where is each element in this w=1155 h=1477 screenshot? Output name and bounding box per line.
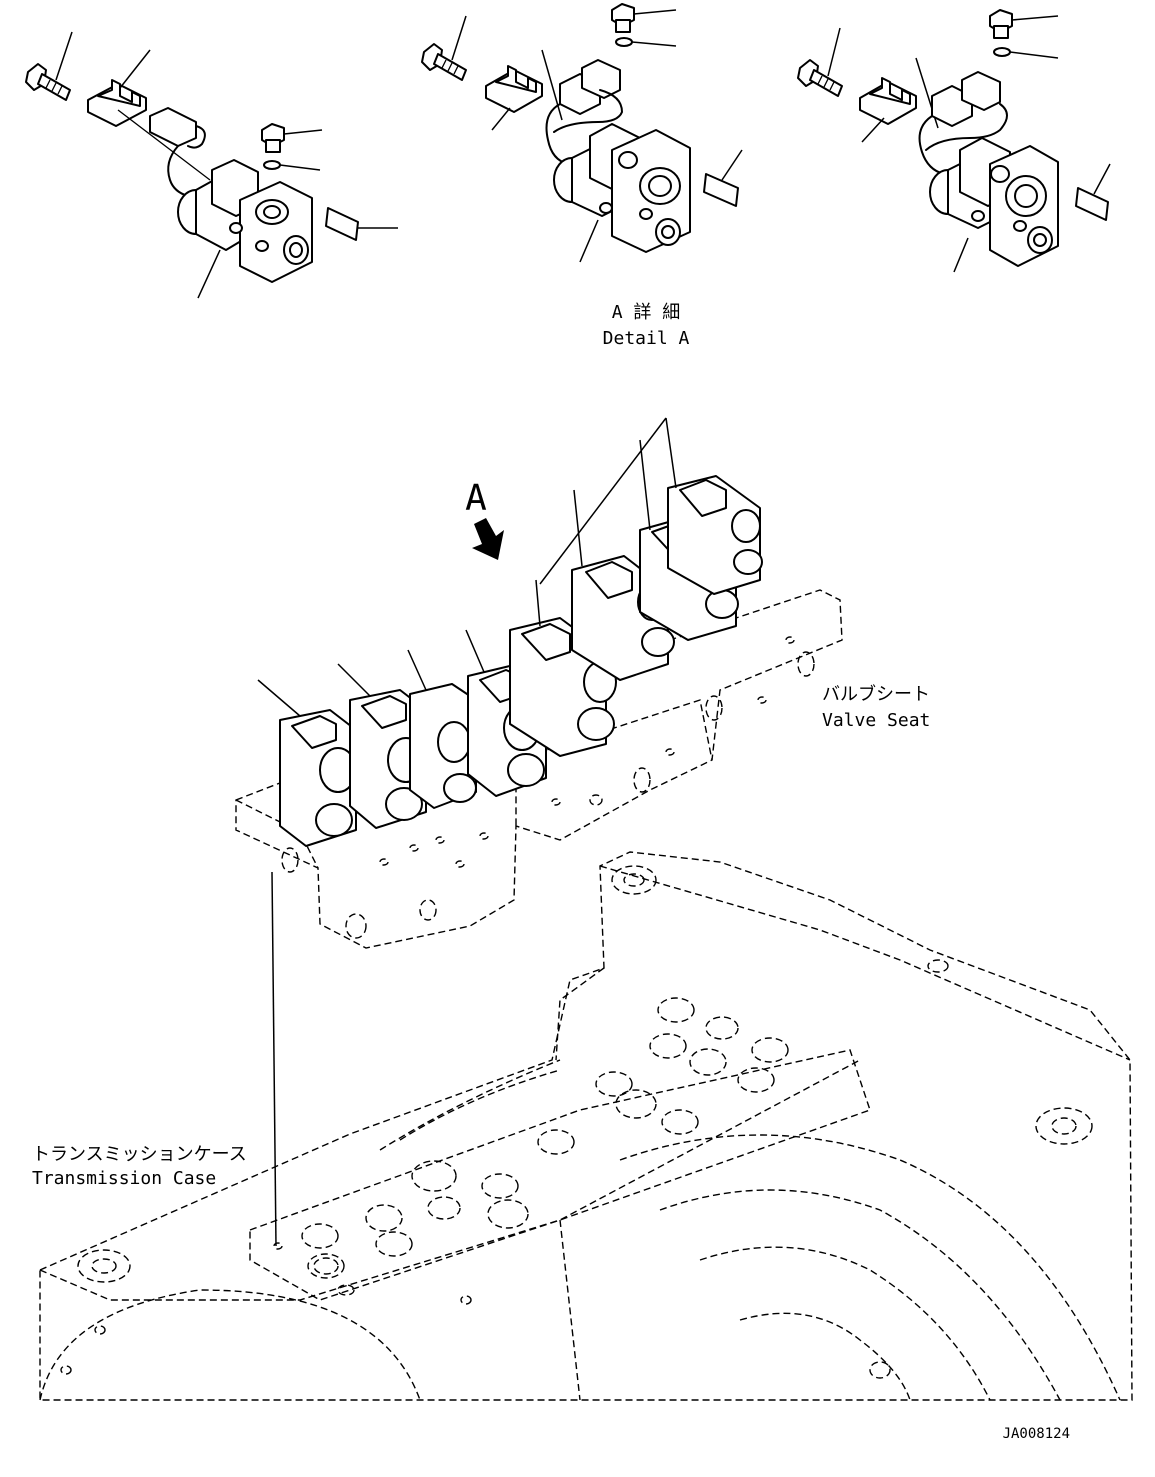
plug-icon <box>261 123 285 153</box>
drawing-id: JA008124 <box>1003 1426 1070 1442</box>
view-marker-label: A <box>465 478 487 519</box>
bolt-icon <box>25 63 71 101</box>
solenoid-detail-left <box>25 31 398 299</box>
solenoid-valve-icon <box>929 137 1059 267</box>
detail-caption-en: Detail A <box>603 328 690 349</box>
o-ring-icon <box>263 160 281 170</box>
solenoid-detail-middle <box>421 3 743 263</box>
case-label-ja: トランスミッションケース <box>32 1144 247 1165</box>
transmission-case <box>39 851 1133 1401</box>
clip-icon <box>87 79 147 127</box>
bolt-icon <box>797 59 843 97</box>
solenoid-valve-8 <box>667 475 763 595</box>
nameplate-icon <box>325 207 359 241</box>
connector-icon <box>149 107 206 197</box>
case-label-en: Transmission Case <box>32 1168 216 1189</box>
clip-icon <box>859 77 917 125</box>
connector-icon <box>918 71 1008 175</box>
clip-icon <box>485 65 543 113</box>
bolt-icon <box>421 43 467 81</box>
nameplate-icon <box>1075 187 1109 221</box>
solenoid-valve-2 <box>349 689 427 829</box>
detail-caption-ja: A 詳 細 <box>612 302 681 323</box>
solenoid-valve-bank <box>257 417 763 847</box>
o-ring-icon <box>615 37 633 47</box>
valve-seat-label-ja: バルブシート <box>822 683 930 705</box>
solenoid-valve-1 <box>279 709 357 847</box>
solenoid-valve-icon <box>177 159 313 283</box>
solenoid-valve-3 <box>409 683 477 809</box>
plug-icon <box>989 9 1013 39</box>
solenoid-valve-icon <box>553 123 691 253</box>
view-direction-arrow-icon <box>472 518 504 560</box>
plug-icon <box>611 3 635 33</box>
valve-seat-label-en: Valve Seat <box>822 710 930 731</box>
o-ring-icon <box>993 47 1011 57</box>
connector-icon <box>545 59 623 165</box>
nameplate-icon <box>703 173 739 207</box>
solenoid-detail-right <box>797 9 1111 273</box>
